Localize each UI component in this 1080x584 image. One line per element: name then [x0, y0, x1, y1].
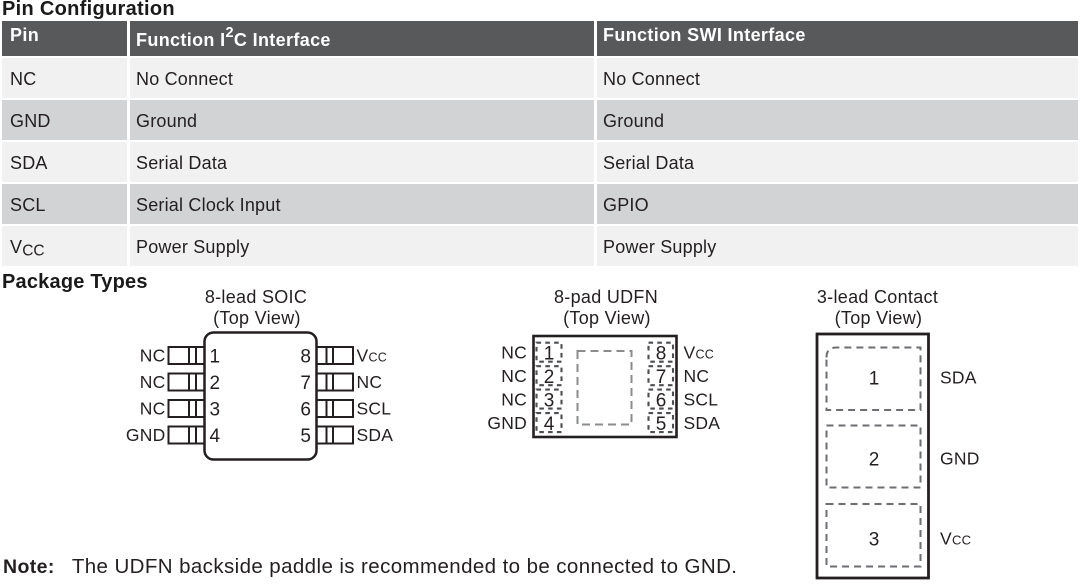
svg-text:SDA: SDA	[684, 413, 721, 433]
svg-text:6: 6	[656, 390, 667, 411]
svg-text:2: 2	[544, 367, 555, 388]
svg-text:1: 1	[544, 343, 555, 364]
svg-text:8-pad UDFN: 8-pad UDFN	[554, 287, 658, 307]
svg-text:NC: NC	[140, 399, 166, 419]
svg-text:1: 1	[210, 347, 221, 368]
svg-text:(Top View): (Top View)	[835, 308, 923, 328]
svg-text:3: 3	[544, 390, 555, 411]
svg-text:NC: NC	[140, 346, 166, 366]
svg-text:5: 5	[656, 414, 667, 435]
svg-text:8-lead SOIC: 8-lead SOIC	[205, 287, 307, 307]
svg-text:NC: NC	[140, 372, 166, 392]
svg-text:SCL: SCL	[357, 399, 392, 419]
svg-text:7: 7	[300, 373, 311, 394]
svg-text:2: 2	[869, 450, 880, 471]
svg-text:VCC: VCC	[357, 346, 388, 366]
svg-text:SDA: SDA	[357, 425, 394, 445]
svg-text:3-lead Contact: 3-lead Contact	[817, 287, 938, 307]
svg-text:4: 4	[544, 414, 555, 435]
svg-text:VCC: VCC	[940, 529, 971, 549]
svg-text:NC: NC	[501, 389, 527, 409]
svg-text:2: 2	[210, 373, 221, 394]
svg-text:8: 8	[300, 347, 311, 368]
svg-text:7: 7	[656, 367, 667, 388]
svg-text:(Top View): (Top View)	[563, 308, 651, 328]
svg-text:SCL: SCL	[684, 389, 719, 409]
svg-text:NC: NC	[501, 366, 527, 386]
svg-text:3: 3	[210, 400, 221, 421]
svg-text:GND: GND	[940, 449, 980, 469]
svg-text:GND: GND	[126, 425, 166, 445]
svg-text:NC: NC	[357, 372, 383, 392]
svg-text:NC: NC	[501, 342, 527, 362]
svg-text:4: 4	[210, 426, 221, 447]
svg-text:NC: NC	[684, 366, 710, 386]
svg-text:6: 6	[300, 400, 311, 421]
svg-text:(Top View): (Top View)	[213, 308, 301, 328]
svg-text:5: 5	[300, 426, 311, 447]
svg-text:8: 8	[656, 343, 667, 364]
svg-text:SDA: SDA	[940, 368, 977, 388]
svg-text:3: 3	[869, 530, 880, 551]
svg-text:GND: GND	[487, 413, 527, 433]
svg-text:1: 1	[869, 369, 880, 390]
svg-text:VCC: VCC	[684, 342, 715, 362]
